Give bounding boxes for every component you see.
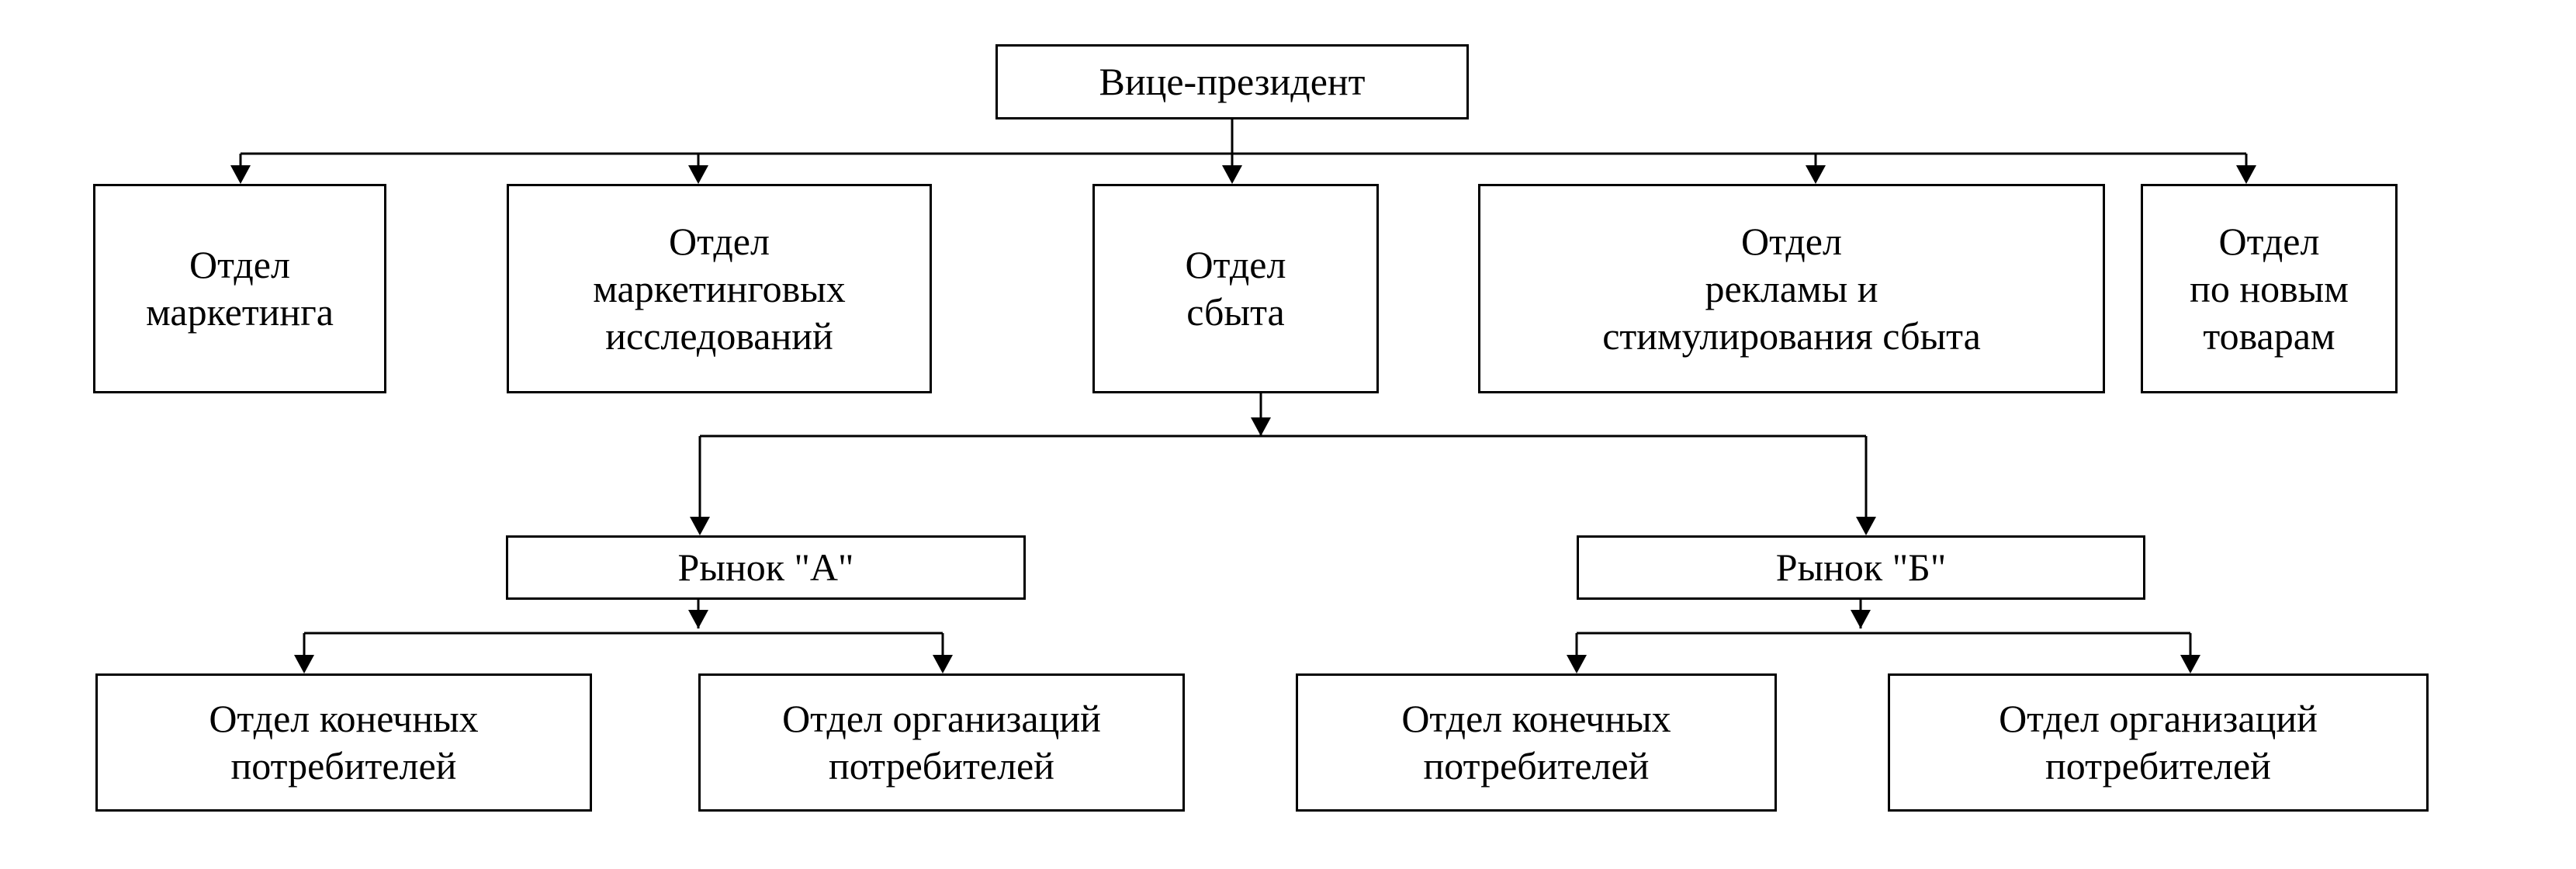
node-label-line: Рынок "А" (677, 545, 854, 589)
node-label-line: товарам (2203, 313, 2335, 358)
sales-arrowhead (1251, 417, 1271, 436)
node-label-line: сбыта (1186, 290, 1285, 334)
market-b-arrowhead (1856, 517, 1876, 535)
sub-arrowhead (294, 655, 314, 673)
node-label-line: Отдел организаций (1999, 697, 2318, 740)
node-label-line: Отдел конечных (209, 697, 479, 740)
node-market-a: Рынок "А" (506, 535, 1026, 600)
department-arrowhead (230, 165, 251, 184)
node-label-line: по новым (2190, 266, 2349, 310)
node-label-line: исследований (605, 313, 833, 358)
node-label-line: Вице-президент (1099, 60, 1366, 103)
market-a-arrowhead (690, 517, 710, 535)
node-label-line: маркетинговых (593, 266, 846, 310)
node-label-line: рекламы и (1705, 266, 1878, 310)
market-a-stem-arrowhead (688, 610, 708, 628)
node-label-line: Отдел (2218, 219, 2320, 263)
node-label-line: Отдел (669, 219, 770, 263)
department-arrowhead (2236, 165, 2256, 184)
node-label-line: Отдел (1185, 243, 1286, 286)
node-label-line: Отдел конечных (1401, 697, 1671, 740)
node-label-line: потребителей (230, 744, 457, 788)
node-label-line: стимулирования сбыта (1602, 313, 1981, 358)
sub-arrowhead (1567, 655, 1587, 673)
department-arrowhead (688, 165, 708, 184)
node-vice-president: Вице-президент (995, 44, 1469, 119)
market-b-stem-arrowhead (1851, 610, 1871, 628)
node-label-line: маркетинга (146, 290, 334, 334)
department-arrowhead (1806, 165, 1826, 184)
sub-arrowhead (2180, 655, 2200, 673)
department-arrowhead (1222, 165, 1242, 184)
node-label-line: потребителей (829, 744, 1054, 788)
node-label-line: Рынок "Б" (1775, 545, 1947, 589)
node-label-line: Отдел (189, 243, 290, 286)
node-label-line: Отдел организаций (782, 697, 1101, 740)
node-label-line: потребителей (2045, 744, 2271, 788)
node-label-line: Отдел (1741, 219, 1842, 263)
node-label-line: потребителей (1423, 744, 1650, 788)
node-market-b: Рынок "Б" (1577, 535, 2145, 600)
sub-arrowhead (933, 655, 953, 673)
